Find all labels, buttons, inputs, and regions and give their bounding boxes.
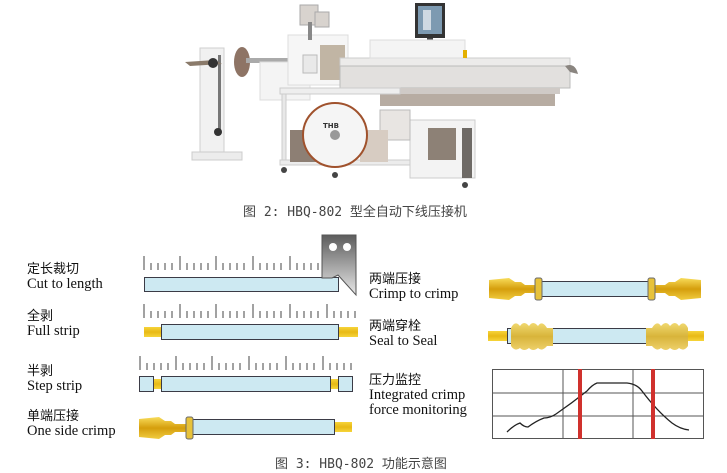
wire-insulation xyxy=(144,277,339,292)
label-en: One side crimp xyxy=(27,423,116,439)
label-cn: 半剥 xyxy=(27,364,54,379)
label-cn: 压力监控 xyxy=(369,373,422,388)
label-en: Seal to Seal xyxy=(369,333,438,349)
label-en-line2: force monitoring xyxy=(369,402,467,418)
function-cut-to-length: 定长裁切 Cut to length xyxy=(27,262,103,292)
wire-insulation xyxy=(541,281,649,297)
ruler-ticks xyxy=(143,304,356,318)
label-en: Step strip xyxy=(27,378,83,394)
stripped-conductor xyxy=(330,422,352,432)
label-en-line1: Integrated crimp xyxy=(369,387,466,403)
wire-insulation xyxy=(161,324,339,340)
figure3-caption: 图 3: HBQ-802 功能示意图 xyxy=(275,457,447,472)
crimp-terminal-left-icon xyxy=(489,277,543,301)
label-cn: 全剥 xyxy=(27,309,54,324)
label-cn: 定长裁切 xyxy=(27,262,80,277)
wire-insulation xyxy=(161,376,331,392)
function-seal-to-seal: 两端穿栓 Seal to Seal xyxy=(369,319,437,349)
crimp-terminal-right-icon xyxy=(647,277,701,301)
label-cn: 单端压接 xyxy=(27,409,80,424)
function-crimp-to-crimp: 两端压接 Crimp to crimp xyxy=(369,272,458,302)
wire-insulation-slug-right xyxy=(338,376,353,392)
function-crimp-force-monitoring: 压力监控 Integrated crimp force monitoring xyxy=(369,373,467,418)
machine-photo: THB xyxy=(180,0,580,192)
seal-right-icon xyxy=(646,323,688,350)
ruler-ticks xyxy=(143,256,319,270)
label-cn: 两端穿栓 xyxy=(369,319,422,334)
function-step-strip: 半剥 Step strip xyxy=(27,364,82,394)
crimp-force-chart xyxy=(492,369,704,439)
function-full-strip: 全剥 Full strip xyxy=(27,309,80,339)
label-cn: 两端压接 xyxy=(369,272,422,287)
cutter-blade-icon xyxy=(321,234,357,297)
ruler-ticks xyxy=(139,356,352,370)
function-one-side-crimp: 单端压接 One side crimp xyxy=(27,409,116,439)
label-en: Crimp to crimp xyxy=(369,286,459,302)
figure2-caption: 图 2: HBQ-802 型全自动下线压接机 xyxy=(243,205,467,220)
seal-left-icon xyxy=(511,323,553,350)
wire-insulation-slug-left xyxy=(139,376,154,392)
svg-text:THB: THB xyxy=(323,122,339,130)
label-en: Full strip xyxy=(27,323,80,339)
crimp-terminal-icon xyxy=(139,416,194,440)
label-en: Cut to length xyxy=(27,276,103,292)
wire-insulation xyxy=(191,419,335,435)
